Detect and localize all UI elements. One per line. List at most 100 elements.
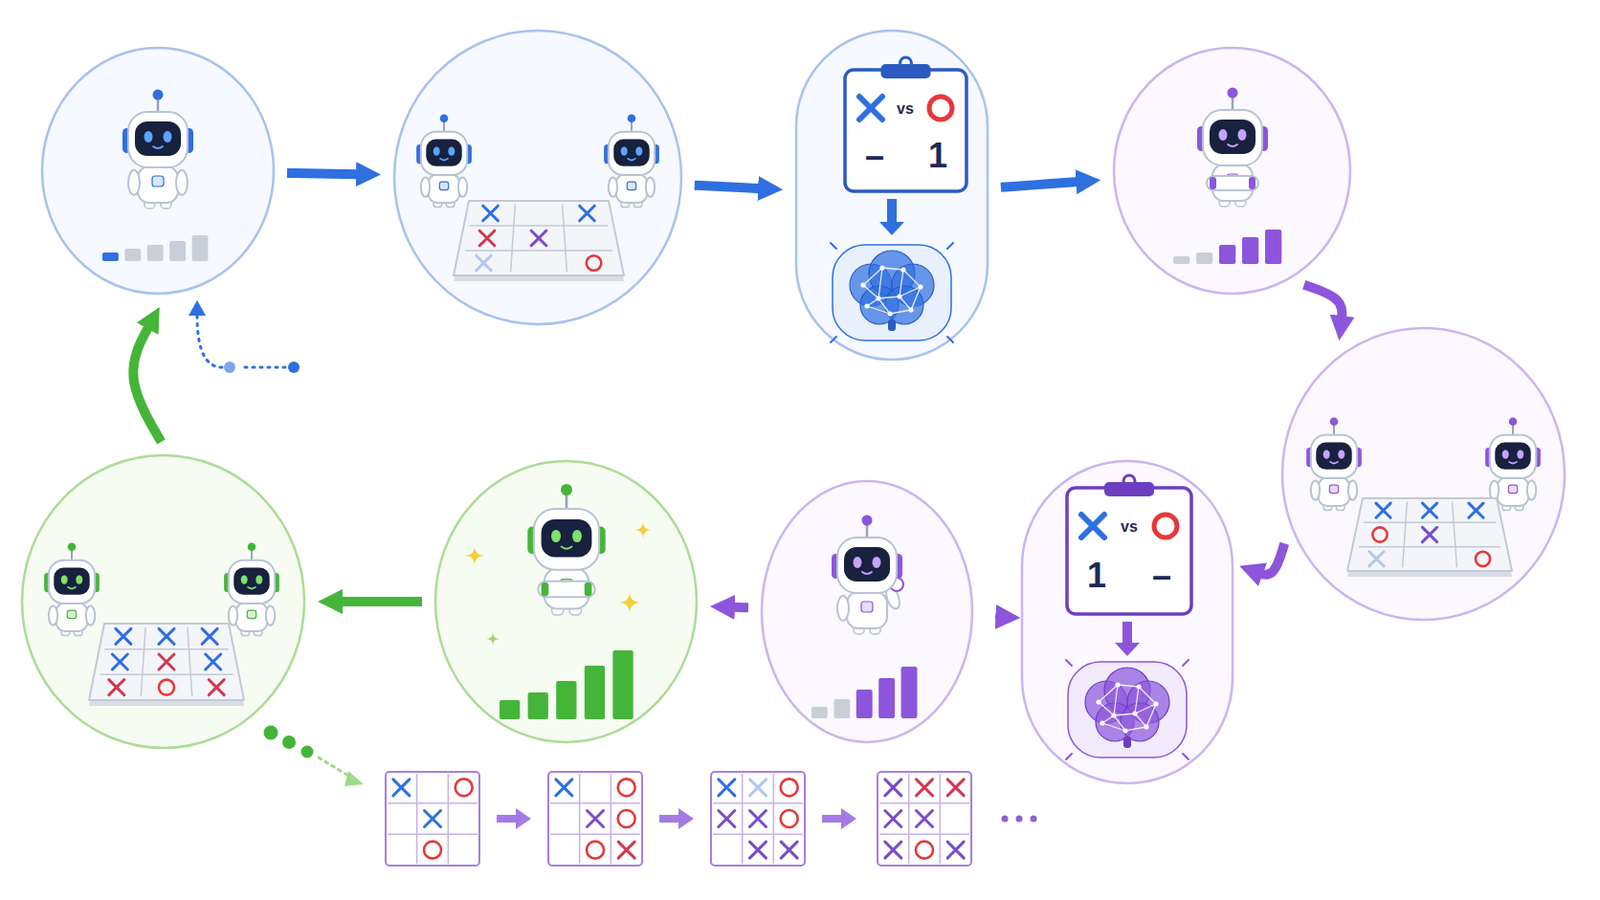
trail-line	[197, 315, 286, 368]
flow-arrow	[1255, 543, 1285, 576]
node-outline	[1064, 474, 1195, 618]
board-grid	[879, 834, 970, 837]
robot-head	[608, 132, 655, 176]
brain-lobe	[885, 286, 924, 325]
progress-bar	[1173, 256, 1190, 265]
circle-outline	[761, 481, 973, 743]
board-grid	[562, 204, 568, 272]
x-mark	[201, 628, 218, 645]
board-grid	[879, 802, 970, 805]
robot-face	[1209, 119, 1256, 155]
circle-outline	[42, 47, 274, 294]
robot-antenna-ball	[247, 542, 257, 552]
x-mark	[587, 811, 604, 828]
robot-body	[1497, 477, 1530, 507]
board-grid	[908, 774, 911, 865]
robot-eye	[1337, 449, 1345, 459]
brain-icon	[830, 243, 954, 343]
robot-eye	[551, 530, 561, 543]
ellipsis-dot	[1016, 816, 1023, 823]
network-link	[1102, 723, 1126, 732]
robot-face	[233, 568, 269, 596]
robot-cuff	[584, 582, 593, 597]
node-outline	[40, 45, 276, 296]
robot-mouth	[247, 587, 256, 590]
robot-face	[541, 519, 593, 558]
flow-arrow	[879, 199, 905, 236]
robot-eye	[635, 146, 643, 156]
flow-arrow	[133, 322, 161, 443]
progress-bar	[102, 252, 119, 262]
board-grid	[387, 802, 478, 805]
robot-antenna-ball	[440, 113, 449, 123]
x-mark	[483, 205, 499, 222]
x-mark	[947, 842, 964, 859]
o-mark	[618, 810, 636, 828]
versus-label: vs	[1120, 519, 1138, 535]
board-top	[453, 200, 624, 276]
progress-bar	[1196, 252, 1213, 265]
robot-arms	[1206, 176, 1259, 191]
robot-arm	[1527, 480, 1536, 500]
clipboard-board	[844, 69, 967, 192]
sparkle	[464, 545, 486, 567]
o-mark	[455, 778, 473, 797]
network-link	[878, 267, 883, 299]
robot-mouth	[1330, 462, 1338, 465]
robot-arm	[1348, 480, 1357, 500]
robot-antenna-ball	[1509, 417, 1518, 426]
board-grid	[465, 249, 613, 252]
stage-circle	[392, 28, 684, 327]
node-outline	[1111, 45, 1353, 296]
network-node	[860, 282, 866, 288]
network-node	[875, 295, 881, 301]
network-link	[911, 287, 921, 311]
robot-antenna-ball	[1227, 88, 1239, 99]
frame-corner	[830, 243, 837, 249]
scoreboard-clipboard: vs1–	[1064, 474, 1195, 618]
network-link	[863, 267, 883, 286]
robot-head	[48, 560, 95, 604]
frame-corner	[947, 336, 954, 343]
robot-face	[1315, 443, 1352, 470]
o-mark	[915, 842, 934, 860]
node-illustration	[102, 89, 208, 263]
board-grid	[773, 774, 776, 865]
progress-bar	[878, 678, 895, 719]
x-mark	[916, 779, 934, 797]
robot-face	[134, 121, 181, 156]
node-outline	[392, 28, 684, 327]
clipboard-clip	[1104, 482, 1155, 497]
board-grid	[140, 627, 146, 697]
robot-figure	[122, 89, 194, 210]
board-grid	[447, 774, 450, 865]
x-mark	[476, 255, 492, 271]
o-mark	[1372, 527, 1387, 542]
frame-corner	[1066, 754, 1072, 760]
node-illustration	[811, 515, 917, 720]
board-grid	[1363, 522, 1497, 525]
robot-antenna-ball	[153, 89, 164, 101]
robot-mouth	[153, 146, 163, 149]
network-node	[917, 284, 923, 289]
circle-outline	[435, 461, 697, 743]
x-mark	[859, 96, 883, 120]
progress-bar	[1242, 237, 1259, 265]
robot-head	[128, 111, 188, 168]
node-outline	[1280, 326, 1567, 623]
robot-cuff	[1248, 177, 1256, 190]
network-link	[1117, 685, 1139, 688]
board-frame	[711, 772, 805, 867]
robot-arm	[458, 177, 467, 197]
network-link	[899, 296, 912, 311]
network-node	[900, 266, 906, 272]
network-link	[899, 269, 904, 297]
board-top	[1347, 498, 1512, 572]
brain-icon	[1066, 660, 1189, 760]
network-node	[1135, 684, 1141, 689]
network-link	[903, 269, 921, 288]
sparkle	[618, 591, 642, 615]
progress-bar	[192, 235, 209, 262]
o-mark	[618, 778, 636, 797]
robot-figure	[831, 515, 904, 636]
